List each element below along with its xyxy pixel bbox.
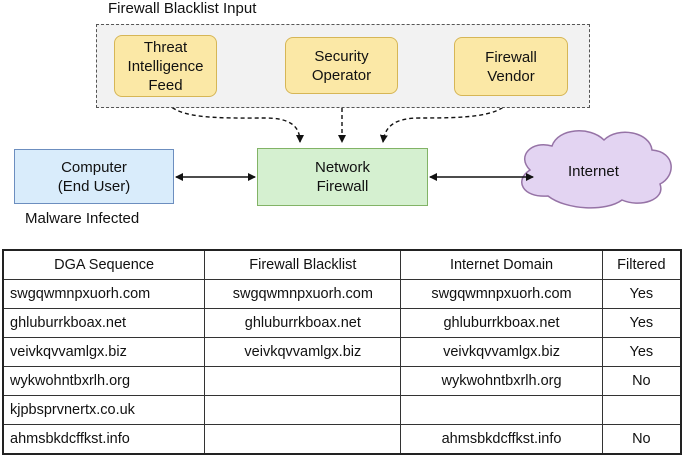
cell-dga-sequence: wykwohntbxrlh.org bbox=[2, 366, 206, 396]
cell-firewall-blacklist bbox=[204, 424, 402, 455]
computer-end-user-label: Computer (End User) bbox=[57, 158, 131, 195]
cell-filtered: No bbox=[601, 424, 682, 455]
cell-filtered: Yes bbox=[601, 279, 682, 309]
table-row: veivkqvvamlgx.biz veivkqvvamlgx.biz veiv… bbox=[2, 337, 682, 367]
arrow-firewall-vendor-to-firewall bbox=[379, 95, 511, 143]
internet-label: Internet bbox=[568, 163, 619, 180]
cell-filtered: Yes bbox=[601, 308, 682, 338]
cell-dga-sequence: veivkqvvamlgx.biz bbox=[2, 337, 206, 367]
cell-internet-domain bbox=[400, 395, 603, 425]
cell-internet-domain: swgqwmnpxuorh.com bbox=[400, 279, 603, 309]
cell-internet-domain: veivkqvvamlgx.biz bbox=[400, 337, 603, 367]
cell-filtered: Yes bbox=[601, 337, 682, 367]
cell-dga-sequence: swgqwmnpxuorh.com bbox=[2, 279, 206, 309]
table-row: swgqwmnpxuorh.com swgqwmnpxuorh.com swgq… bbox=[2, 279, 682, 309]
header-dga-sequence: DGA Sequence bbox=[2, 249, 206, 280]
table-row: ghluburrkboax.net ghluburrkboax.net ghlu… bbox=[2, 308, 682, 338]
cell-firewall-blacklist: swgqwmnpxuorh.com bbox=[204, 279, 402, 309]
cell-internet-domain: ahmsbkdcffkst.info bbox=[400, 424, 603, 455]
table-row: kjpbsprvnertx.co.uk bbox=[2, 395, 682, 425]
dga-table: DGA Sequence Firewall Blacklist Internet… bbox=[2, 249, 682, 455]
cell-firewall-blacklist bbox=[204, 395, 402, 425]
cell-filtered: No bbox=[601, 366, 682, 396]
security-operator-label: Security Operator bbox=[311, 47, 372, 84]
cell-dga-sequence: ghluburrkboax.net bbox=[2, 308, 206, 338]
table-row: wykwohntbxrlh.org wykwohntbxrlh.org No bbox=[2, 366, 682, 396]
threat-intelligence-feed-node: Threat Intelligence Feed bbox=[114, 35, 217, 97]
table-header-row: DGA Sequence Firewall Blacklist Internet… bbox=[2, 249, 682, 280]
header-filtered: Filtered bbox=[601, 249, 682, 280]
cell-internet-domain: wykwohntbxrlh.org bbox=[400, 366, 603, 396]
cell-firewall-blacklist bbox=[204, 366, 402, 396]
diagram-connectors bbox=[164, 94, 672, 209]
table-row: ahmsbkdcffkst.info ahmsbkdcffkst.info No bbox=[2, 424, 682, 455]
cell-firewall-blacklist: veivkqvvamlgx.biz bbox=[204, 337, 402, 367]
blacklist-input-group-title: Firewall Blacklist Input bbox=[108, 0, 257, 17]
cell-internet-domain: ghluburrkboax.net bbox=[400, 308, 603, 338]
arrow-threat-feed-to-firewall bbox=[164, 95, 304, 143]
computer-caption: Malware Infected bbox=[25, 210, 140, 227]
firewall-vendor-node: Firewall Vendor bbox=[454, 37, 568, 96]
cell-dga-sequence: ahmsbkdcffkst.info bbox=[2, 424, 206, 455]
header-internet-domain: Internet Domain bbox=[400, 249, 603, 280]
network-firewall-label: Network Firewall bbox=[314, 159, 370, 195]
computer-end-user-node: Computer (End User) bbox=[14, 149, 174, 204]
cell-dga-sequence: kjpbsprvnertx.co.uk bbox=[2, 395, 206, 425]
internet-cloud-shape bbox=[521, 130, 672, 209]
threat-intelligence-feed-label: Threat Intelligence Feed bbox=[127, 38, 204, 94]
firewall-vendor-label: Firewall Vendor bbox=[485, 48, 537, 85]
header-firewall-blacklist: Firewall Blacklist bbox=[204, 249, 402, 280]
network-firewall-node: Network Firewall bbox=[257, 148, 428, 206]
cell-filtered bbox=[601, 395, 682, 425]
cell-firewall-blacklist: ghluburrkboax.net bbox=[204, 308, 402, 338]
security-operator-node: Security Operator bbox=[285, 37, 398, 94]
